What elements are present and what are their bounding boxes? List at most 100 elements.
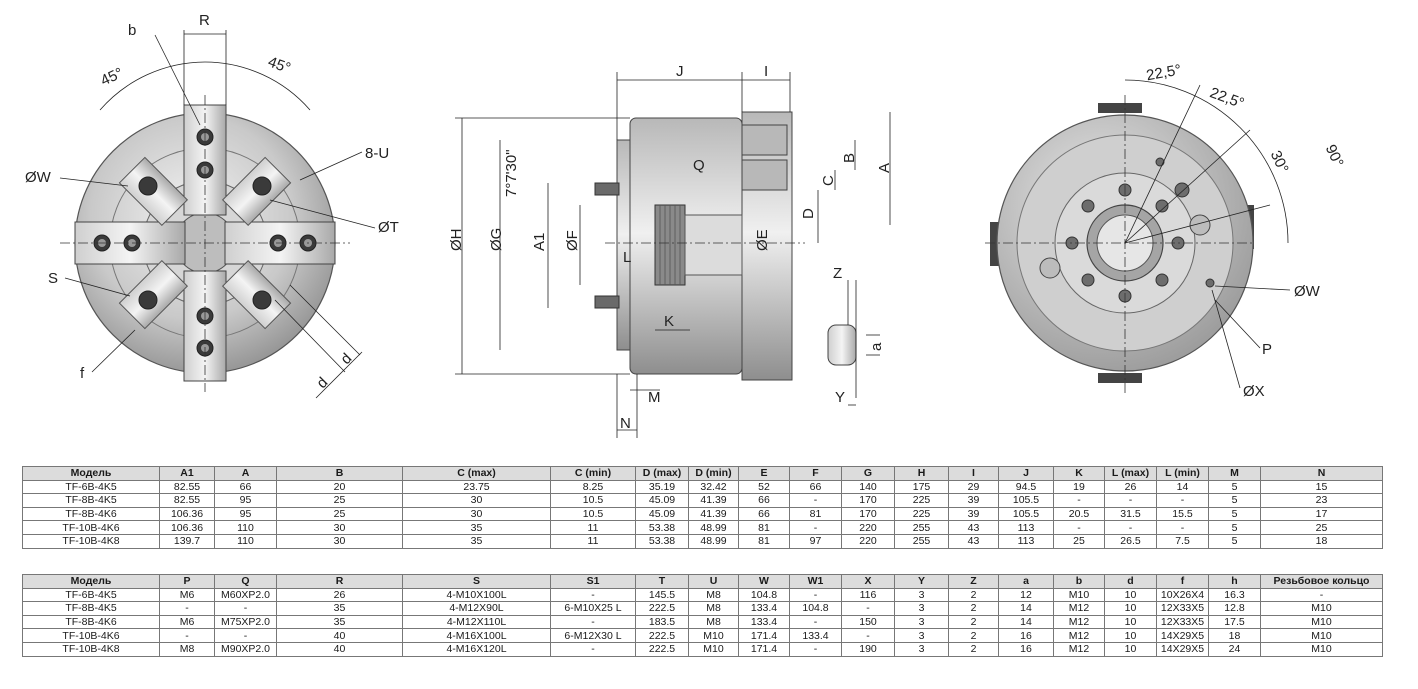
table1-cell: 110 [214,520,277,535]
table2-cell: M6 [159,587,215,603]
table1-header-cell: Модель [22,466,160,481]
table2-header-cell: T [635,574,689,589]
label-front-R: R [199,12,210,29]
table2-cell: TF-8B-4K6 [22,614,160,630]
label-side-Y: Y [835,389,845,406]
table1-cell: - [1053,520,1105,535]
table1-header-cell: A1 [159,466,215,481]
table1-cell: 105.5 [998,493,1054,508]
label-front-S: S [48,270,58,287]
label-side-N: N [620,415,631,432]
table1-header-cell: A [214,466,277,481]
table1-header-cell: N [1260,466,1383,481]
table1-cell: 106.36 [159,520,215,535]
front-jaw-top [183,104,227,216]
table2-cell: - [789,614,842,630]
table2-cell: 171.4 [738,641,790,657]
table2-cell: 35 [276,614,403,630]
table2-header-cell: P [159,574,215,589]
table2-header-cell: X [841,574,895,589]
label-side-a: a [868,342,885,351]
label-front-d1: d [313,374,331,392]
table1-cell: 11 [550,520,636,535]
table1-cell: - [789,520,842,535]
table1-cell: 7.5 [1156,533,1209,549]
table2-header-cell: Q [214,574,277,589]
table2-header-cell: U [688,574,739,589]
label-front-T: ØT [378,219,399,236]
table1-cell: 43 [948,533,999,549]
table1-cell: 45.09 [635,506,689,522]
label-rear-P: P [1262,341,1272,358]
table1-cell: 23.75 [402,479,551,495]
table1-cell: 17 [1260,506,1383,522]
table1-cell: 11 [550,533,636,549]
table2-cell: 12X33X5 [1156,601,1209,616]
table2-cell: M75XP2.0 [214,614,277,630]
table2-cell: 10 [1104,641,1157,657]
label-side-J: J [676,63,684,80]
table2-cell: 3 [894,628,949,643]
table1-header-cell: E [738,466,790,481]
table2-cell: M10 [1260,614,1383,630]
table1-cell: 175 [894,479,949,495]
table1-cell: 48.99 [688,520,739,535]
table1-cell: 95 [214,493,277,508]
label-side-B: B [841,153,858,163]
table1-header-cell: M [1208,466,1261,481]
table1-cell: 139.7 [159,533,215,549]
table1-cell: 97 [789,533,842,549]
table1-cell: 53.38 [635,520,689,535]
table1-cell: 170 [841,506,895,522]
table2-cell: 2 [948,601,999,616]
table2-cell: - [159,628,215,643]
table1-cell: 30 [276,533,403,549]
table1-cell: 66 [738,506,790,522]
table1-cell: 35.19 [635,479,689,495]
table2-cell: 150 [841,614,895,630]
table2-cell: 24 [1208,641,1261,657]
side-jaw-detail [827,324,857,366]
table1-cell: 25 [1053,533,1105,549]
table1-cell: 25 [1260,520,1383,535]
table2-cell: - [1260,587,1383,603]
table1-cell: 18 [1260,533,1383,549]
table1-cell: 113 [998,533,1054,549]
table2-cell: - [159,601,215,616]
table2-header-cell: W [738,574,790,589]
table1-header-cell: C (min) [550,466,636,481]
table2-cell: 2 [948,628,999,643]
table1-cell: 26 [1104,479,1157,495]
table2-header-cell: W1 [789,574,842,589]
table1-cell: - [1104,493,1157,508]
label-rear-a4: 90° [1322,142,1347,170]
table2-cell: 145.5 [635,587,689,603]
table2-cell: 3 [894,601,949,616]
table2-header-cell: Z [948,574,999,589]
table2-cell: 133.4 [738,601,790,616]
table1-cell: 10.5 [550,493,636,508]
table2-cell: 116 [841,587,895,603]
table2-cell: 12X33X5 [1156,614,1209,630]
table2-cell: 6-M12X30 L [550,628,636,643]
table2-header-cell: S1 [550,574,636,589]
table2-header-cell: a [998,574,1054,589]
table2-header-cell: b [1053,574,1105,589]
table1-header-cell: J [998,466,1054,481]
table2-header-cell: R [276,574,403,589]
table1-header-cell: D (max) [635,466,689,481]
label-front-U: 8-U [365,145,389,162]
table1-cell: 5 [1208,493,1261,508]
table1-cell: 66 [214,479,277,495]
table1-cell: 23 [1260,493,1383,508]
table1-cell: - [789,493,842,508]
table2-cell: 10 [1104,587,1157,603]
table2-cell: 222.5 [635,601,689,616]
table2-cell: - [789,587,842,603]
